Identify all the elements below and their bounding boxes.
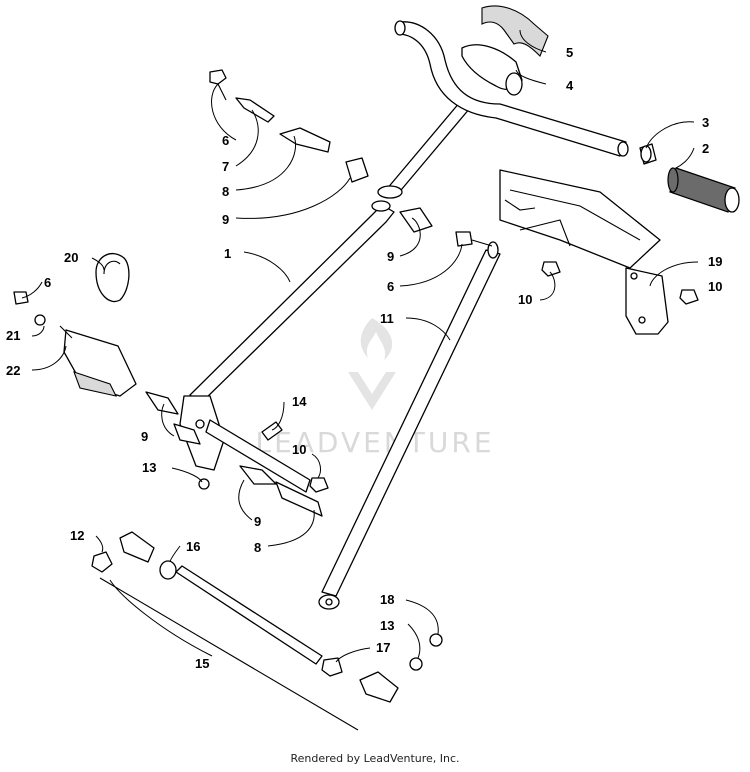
callout-1: 1 (224, 246, 231, 261)
steering-column (189, 101, 471, 405)
callout-9b: 9 (387, 249, 394, 264)
tie-rod-part-15 (99, 565, 359, 731)
watermark: LEADVENTURE (255, 318, 494, 459)
handlebar (394, 20, 629, 157)
callout-3: 3 (702, 115, 709, 130)
nut-icon (321, 657, 343, 677)
callout-10a: 10 (518, 292, 532, 307)
plate-part-19 (625, 267, 669, 335)
clip-icon (399, 207, 433, 233)
callout-8b: 8 (254, 540, 261, 555)
leader-lines (21, 29, 699, 663)
bolt-icon (13, 291, 29, 305)
callout-8a: 8 (222, 184, 229, 199)
hand-grip-part-2 (667, 167, 740, 213)
clip-icon (345, 157, 369, 183)
callout-21: 21 (6, 328, 20, 343)
washer-icon (409, 657, 423, 671)
clip-icon (239, 465, 277, 485)
callout-16: 16 (186, 539, 200, 554)
callout-18: 18 (380, 592, 394, 607)
callout-13a: 13 (142, 460, 156, 475)
callout-2: 2 (702, 141, 709, 156)
footer-credit: Rendered by LeadVenture, Inc. (290, 752, 460, 765)
callout-15: 15 (195, 656, 209, 671)
callout-11: 11 (380, 311, 394, 326)
callout-9d: 9 (254, 514, 261, 529)
callout-22: 22 (6, 363, 20, 378)
bolt-icon (209, 69, 227, 85)
spacer-icon (159, 560, 177, 580)
callout-19: 19 (708, 254, 722, 269)
bolt-icon (455, 231, 473, 247)
callout-6a: 6 (222, 133, 229, 148)
bracket-part-22 (59, 325, 137, 397)
callout-4: 4 (566, 78, 574, 93)
nut-icon (679, 289, 699, 305)
v-logo-icon (348, 372, 396, 410)
callouts: 1 2 3 4 5 6 6 6 7 8 8 9 9 9 9 10 10 10 1… (6, 45, 722, 671)
washer-icon (34, 314, 46, 326)
nut-icon (541, 261, 561, 277)
nut-icon (309, 477, 329, 493)
callout-9a: 9 (222, 212, 229, 227)
grip-part-4 (461, 44, 523, 96)
callout-7: 7 (222, 159, 229, 174)
fasteners (13, 69, 699, 703)
callout-6b: 6 (387, 279, 394, 294)
callout-13b: 13 (380, 618, 394, 633)
clip-icon (173, 423, 201, 445)
clip-icon (145, 391, 179, 415)
callout-12: 12 (70, 528, 84, 543)
callout-20: 20 (64, 250, 78, 265)
clip-icon (235, 97, 275, 123)
watermark-brand: LEADVENTURE (255, 426, 494, 459)
nut-icon (429, 633, 443, 647)
clip-icon (279, 127, 331, 153)
rod-end-icon (119, 531, 155, 563)
callout-9c: 9 (141, 429, 148, 444)
callout-5: 5 (566, 45, 573, 60)
spacer-part-3 (639, 143, 657, 165)
callout-6c: 6 (44, 275, 51, 290)
clip-icon (275, 481, 323, 517)
nut-icon (91, 551, 113, 573)
callout-14: 14 (292, 394, 307, 409)
flame-logo-icon (360, 318, 393, 360)
grip-cover-part-5 (481, 5, 549, 57)
callout-10c: 10 (292, 442, 306, 457)
clamp-part-20 (95, 253, 130, 303)
lower-column-bracket (179, 395, 311, 493)
upper-mount-bracket (499, 169, 661, 269)
callout-17: 17 (376, 640, 390, 655)
rod-end-icon (359, 671, 399, 703)
callout-10b: 10 (708, 279, 722, 294)
